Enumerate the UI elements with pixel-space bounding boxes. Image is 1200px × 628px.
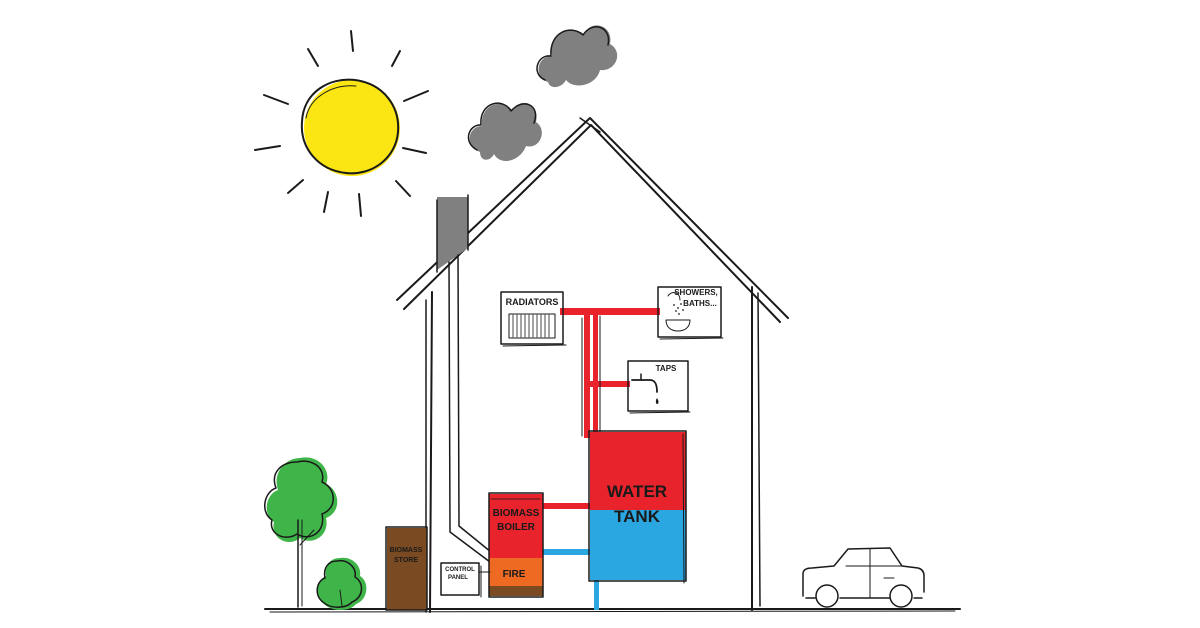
radiators-box: RADIATORS bbox=[500, 291, 567, 347]
car-icon bbox=[802, 547, 925, 608]
store-label-line2: STORE bbox=[394, 557, 418, 564]
water-tank-label-line2: TANK bbox=[614, 507, 661, 526]
boiler-label-line1: BIOMASS bbox=[493, 508, 540, 519]
hot-water-pipe-outline bbox=[581, 315, 601, 437]
showers-box: SHOWERS, BATHS... bbox=[657, 286, 724, 340]
cold-water-pipes bbox=[540, 549, 599, 610]
smoke-cloud-lower bbox=[467, 102, 542, 161]
taps-label: TAPS bbox=[656, 364, 677, 373]
radiators-label: RADIATORS bbox=[506, 297, 559, 307]
chimney bbox=[436, 194, 492, 563]
store-label-line1: BIOMASS bbox=[390, 547, 423, 554]
fire-label: FIRE bbox=[503, 569, 526, 580]
taps-box: TAPS bbox=[627, 360, 691, 414]
control-panel-label-line1: CONTROL bbox=[445, 567, 475, 573]
biomass-boiler: BIOMASS BOILER FIRE bbox=[488, 492, 544, 598]
showers-label-line2: BATHS... bbox=[683, 299, 717, 308]
hot-water-pipes bbox=[542, 308, 660, 509]
ground-line bbox=[264, 608, 961, 613]
water-tank-label-line1: WATER bbox=[607, 482, 667, 501]
showers-label-line1: SHOWERS, bbox=[674, 288, 718, 297]
control-panel: CONTROL PANEL bbox=[440, 562, 491, 598]
control-panel-label-line2: PANEL bbox=[448, 575, 468, 581]
sun-icon bbox=[254, 30, 429, 217]
tree-tall-icon bbox=[264, 457, 338, 608]
smoke-cloud-upper bbox=[536, 25, 618, 88]
tree-bush-icon bbox=[316, 557, 367, 610]
water-tank: WATER TANK bbox=[588, 430, 687, 584]
biomass-store: BIOMASS STORE bbox=[385, 526, 428, 611]
boiler-label-line2: BOILER bbox=[497, 522, 536, 533]
